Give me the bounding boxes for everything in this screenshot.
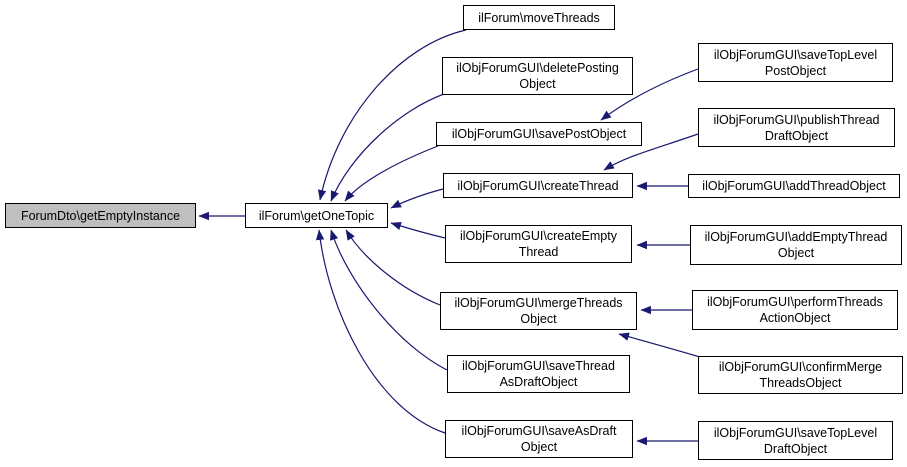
node-label-line: AsDraftObject <box>499 375 578 389</box>
node-label-line: ilObjForumGUI\performThreads <box>707 295 883 309</box>
node-label-line: ilObjForumGUI\saveThread <box>462 359 615 373</box>
node-label-line: ilObjForumGUI\saveTopLevel <box>713 47 878 62</box>
edge-publishThreadDraftObject-to-createThread <box>603 133 699 171</box>
graph-node-savePostObject[interactable]: ilObjForumGUI\savePostObject <box>436 122 642 146</box>
node-label-line: ilObjForumGUI\createThread <box>457 178 619 193</box>
node-label-line: DraftObject <box>764 128 829 143</box>
edge-deletePostingObject-to-getOneTopic <box>330 93 445 202</box>
node-label-line: ilObjForumGUI\createEmpty <box>460 229 617 243</box>
node-label-line: ilForum\getOneTopic <box>258 208 375 223</box>
node-label-line: ilObjForumGUI\addThreadObject <box>702 179 886 193</box>
node-label-line: ilObjForumGUI\savePostObject <box>451 127 627 141</box>
node-label-line: Object <box>520 440 558 454</box>
edge-confirmMergeThreadsObject-to-mergeThreadsObject <box>618 332 701 358</box>
node-label-line: ilObjForumGUI\mergeThreads <box>454 296 623 310</box>
edge-saveThreadAsDraftObject-to-getOneTopic <box>330 229 448 371</box>
node-label-line: ilObjForumGUI\publishThread <box>713 112 880 127</box>
node-label-line: ilObjForumGUI\saveAsDraft <box>461 424 617 438</box>
graph-node-getEmptyInstance[interactable]: ForumDto\getEmptyInstance <box>5 203 196 228</box>
node-label-line: Thread <box>518 245 559 259</box>
node-label-line: ilForum\moveThreads <box>478 10 600 25</box>
node-label-line: PostObject <box>764 63 827 78</box>
node-label-line: Object <box>777 246 815 260</box>
node-label-line: ThreadsObject <box>759 376 842 390</box>
node-label-line: ilObjForumGUI\addEmptyThread <box>704 230 888 244</box>
edge-savePostObject-to-getOneTopic <box>344 145 439 202</box>
node-label-line: ForumDto\getEmptyInstance <box>20 208 181 223</box>
node-label-line: ilObjForumGUI\confirmMerge <box>718 360 883 374</box>
edge-createThread-to-getOneTopic <box>390 188 444 209</box>
graph-node-getOneTopic[interactable]: ilForum\getOneTopic <box>245 203 388 228</box>
edge-saveTopLevelPostObject-to-savePostObject <box>600 68 699 121</box>
node-label-line: Object <box>519 77 556 91</box>
graph-node-moveThreads[interactable]: ilForum\moveThreads <box>463 5 615 30</box>
node-label-line: ActionObject <box>759 311 831 325</box>
edge-createEmptyThread-to-getOneTopic <box>390 221 446 239</box>
graph-node-createThread[interactable]: ilObjForumGUI\createThread <box>443 173 633 198</box>
node-label-line: ilObjForumGUI\saveTopLevel <box>713 425 878 440</box>
node-label-line: ilObjForumGUI\deletePosting <box>456 61 619 75</box>
edge-saveAsDraftObject-to-getOneTopic <box>315 229 446 434</box>
edge-mergeThreadsObject-to-getOneTopic <box>345 229 441 306</box>
node-label-line: Object <box>520 312 557 326</box>
edge-moveThreads-to-getOneTopic <box>317 29 467 201</box>
node-label-line: DraftObject <box>763 441 828 456</box>
graph-node-addThreadObject[interactable]: ilObjForumGUI\addThreadObject <box>688 174 900 198</box>
